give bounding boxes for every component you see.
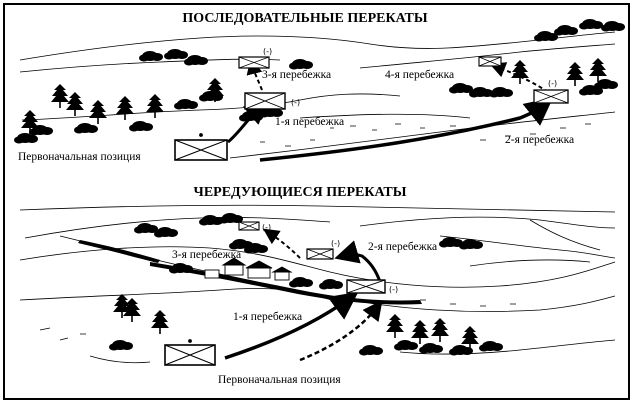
top-unit-rush4: [478, 56, 502, 67]
bottom-arrow-rush3: [263, 228, 301, 259]
bottom-arrow-rush2: [334, 240, 382, 283]
bottom-unit-rush3: [238, 221, 260, 231]
bottom-panel: ЧЕРЕДУЮЩИЕСЯ ПЕРЕКАТЫ: [19, 185, 616, 386]
bottom-label-rush3: 3-я перебежка: [172, 249, 241, 261]
top-arrow-rush3: [246, 58, 263, 91]
top-arrow-rush4: [489, 62, 549, 93]
bottom-buildings: [204, 257, 293, 281]
bottom-terrain: [19, 204, 616, 364]
bottom-arrow-rush1-dashed: [299, 300, 383, 362]
top-unit-rush2-marker: (-): [548, 79, 557, 88]
bottom-arrow-rush1: [224, 291, 359, 360]
bottom-unit-rush2-marker: (-): [331, 239, 340, 248]
top-unit-symbols: (-) (-) (-): [174, 47, 569, 161]
top-arrow-rush2: [259, 97, 554, 162]
top-panel-title: ПОСЛЕДОВАТЕЛЬНЫЕ ПЕРЕКАТЫ: [182, 11, 427, 26]
bottom-unit-start: [164, 339, 216, 366]
bottom-unit-rush1-marker: (-): [389, 285, 398, 294]
bottom-vegetation: [109, 213, 503, 356]
bottom-movement-arrows: [224, 228, 383, 362]
bottom-label-rush2: 2-я перебежка: [368, 241, 437, 253]
bottom-unit-rush3-marker: (-): [262, 223, 271, 232]
top-unit-rush1-marker: (-): [291, 98, 300, 107]
top-label-rush3: 3-я перебежка: [262, 69, 331, 81]
bottom-unit-rush1: [346, 279, 386, 294]
top-unit-rush1: [244, 92, 286, 110]
bottom-unit-rush2: [306, 248, 334, 260]
top-label-rush2: 2-я перебежка: [505, 134, 574, 146]
top-unit-rush2: [533, 89, 569, 104]
top-unit-start: [174, 133, 228, 161]
top-unit-rush3-marker: (-): [263, 47, 272, 56]
bottom-label-rush1: 1-я перебежка: [233, 311, 302, 323]
bottom-unit-symbols: (-) (-) (-): [164, 221, 398, 366]
top-unit-rush3: [238, 56, 270, 69]
top-label-rush4: 4-я перебежка: [385, 69, 454, 81]
bottom-panel-title: ЧЕРЕДУЮЩИЕСЯ ПЕРЕКАТЫ: [194, 185, 407, 200]
top-terrain: [19, 31, 616, 159]
bottom-label-start: Первоначальная позиция: [218, 374, 341, 386]
top-label-rush1: 1-я перебежка: [275, 116, 344, 128]
top-label-start: Первоначальная позиция: [18, 151, 141, 163]
top-panel: ПОСЛЕДОВАТЕЛЬНЫЕ ПЕРЕКАТЫ: [14, 11, 625, 163]
bottom-road: [78, 240, 422, 305]
top-arrow-rush1: [227, 100, 269, 144]
